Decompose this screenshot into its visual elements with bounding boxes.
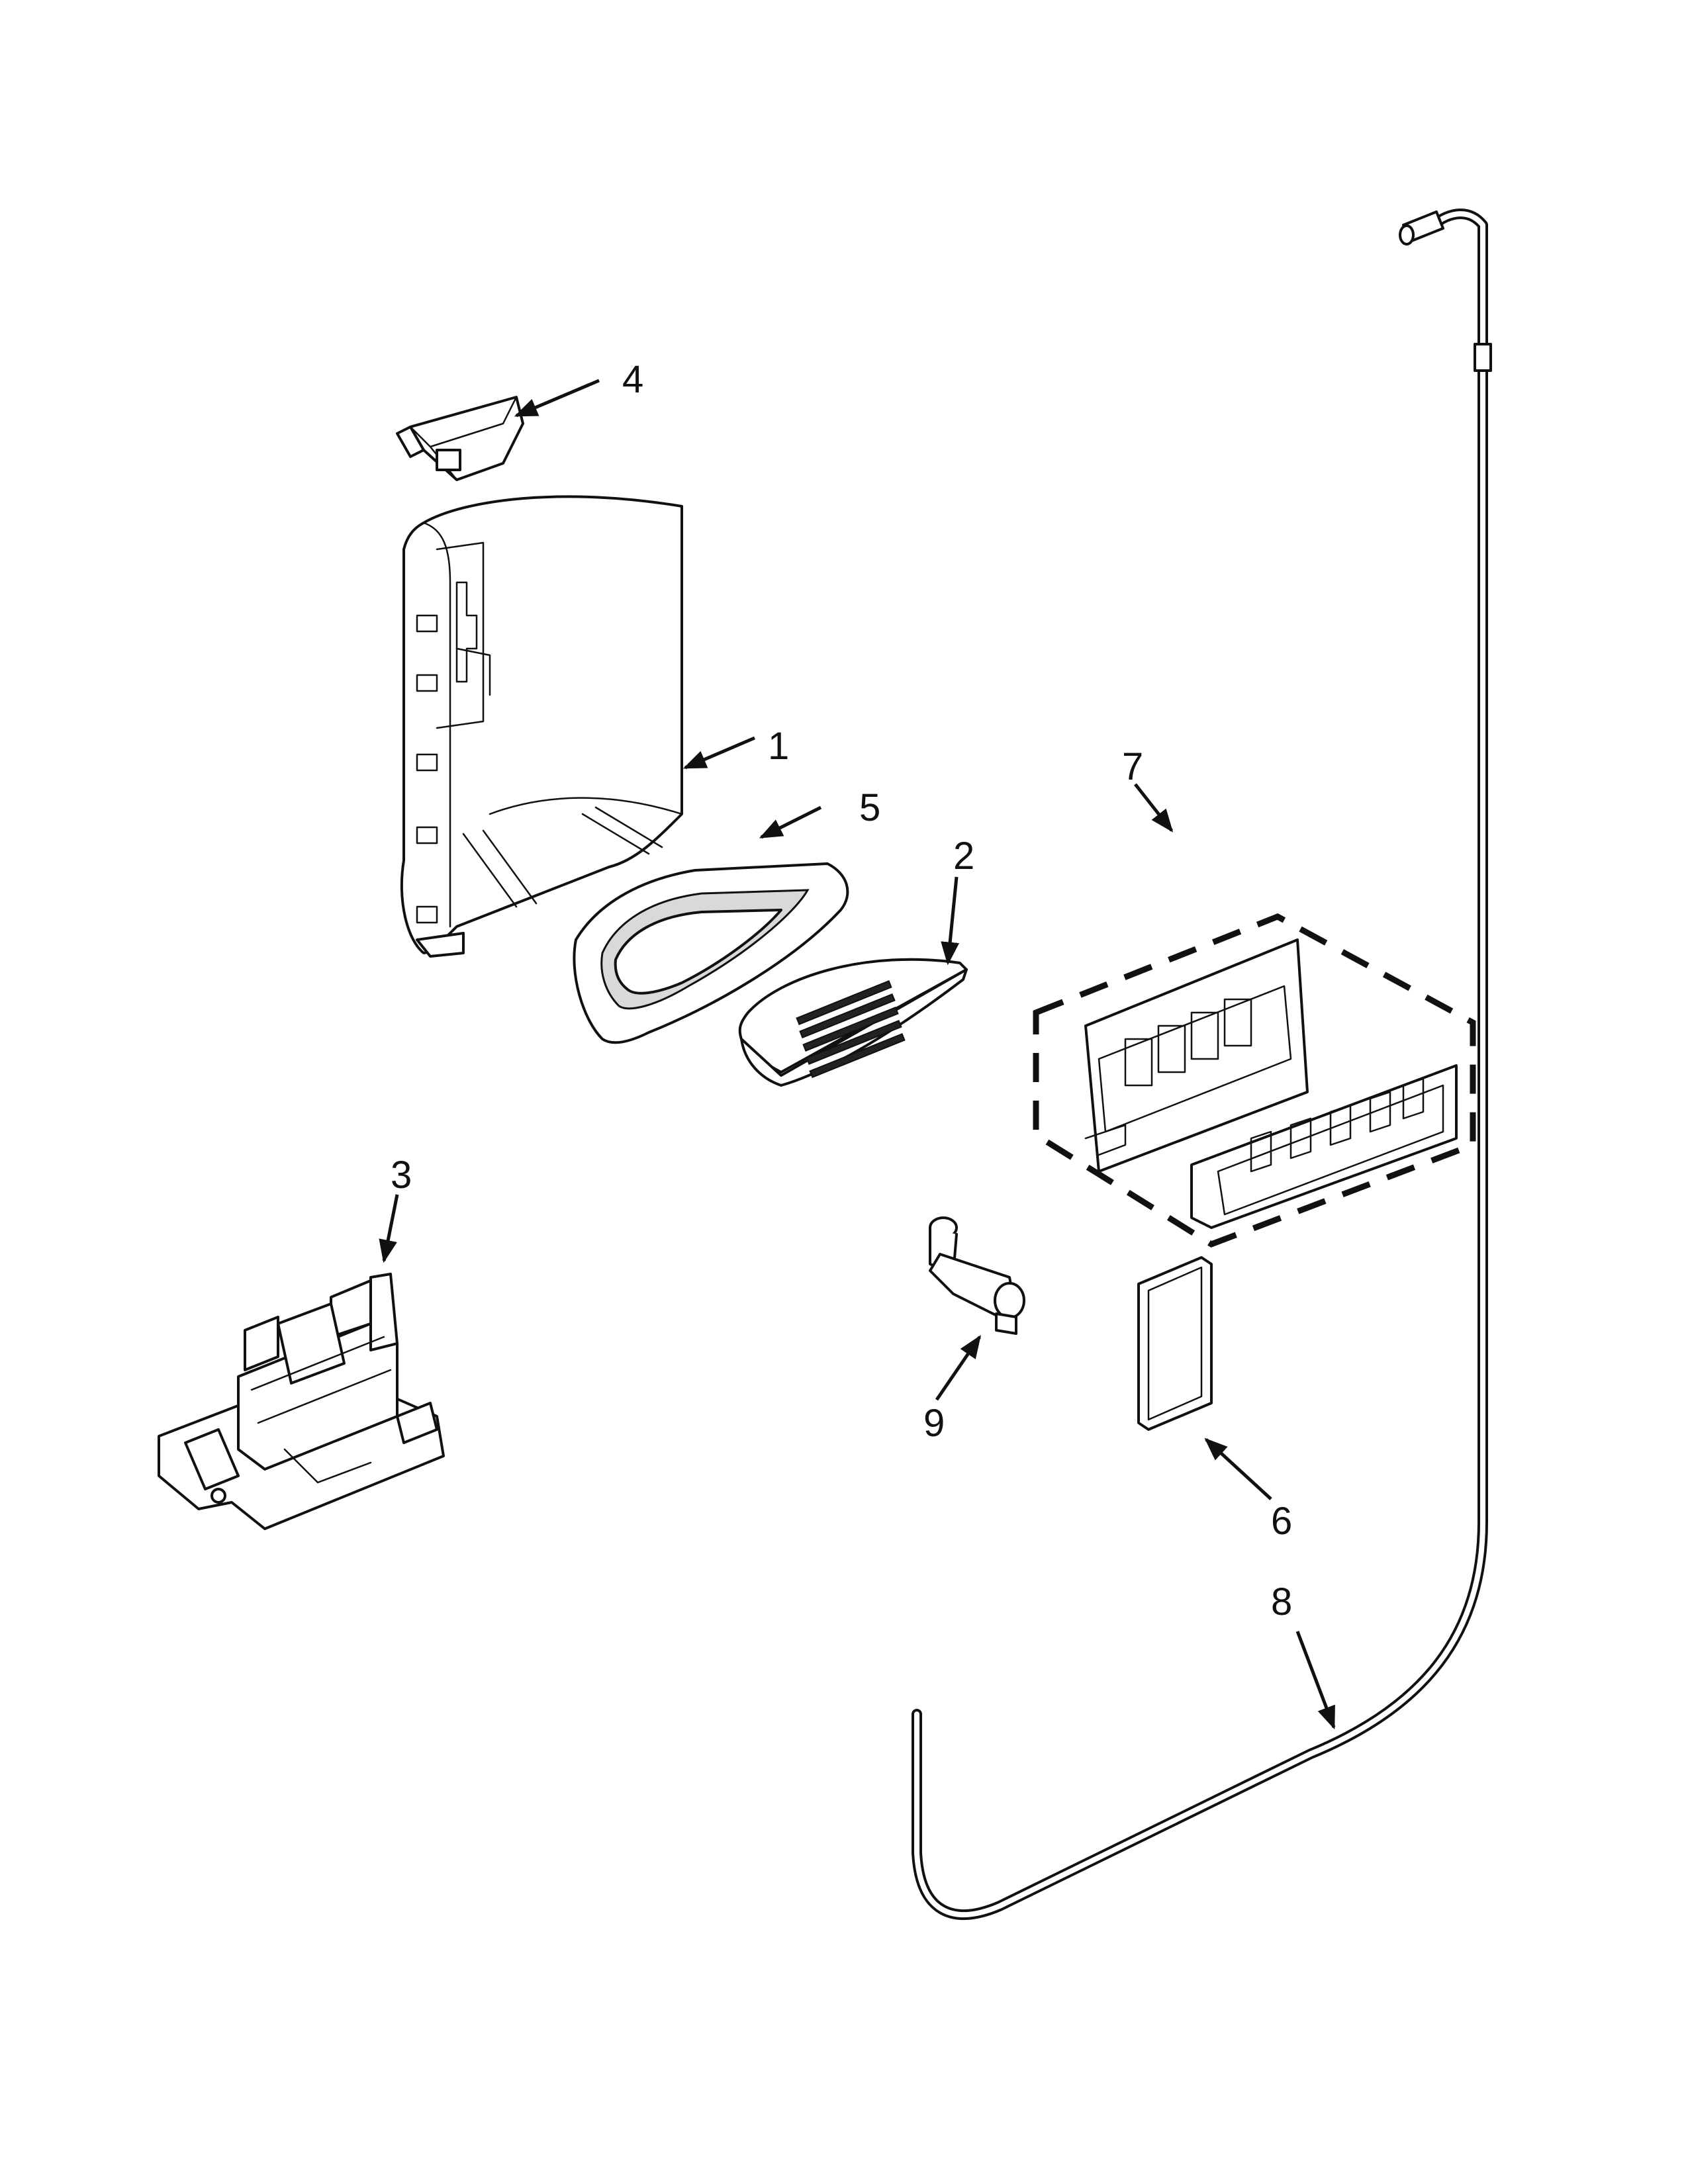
callout-6: 6 [1271,1500,1292,1543]
leader-3 [379,1194,399,1263]
callout-8: 8 [1271,1580,1292,1623]
callout-2: 2 [953,835,974,878]
part-6-cover [1137,1256,1213,1431]
leader-7 [1134,783,1174,833]
leader-4 [514,379,600,418]
part-9-water-fitting [929,1216,1025,1335]
leader-5 [759,805,822,839]
part-5-gasket [573,862,849,1044]
callout-1: 1 [768,725,789,768]
part-8-water-tube [912,208,1492,1920]
leader-lines [379,379,1336,1730]
callout-7: 7 [1122,745,1143,788]
callouts: 4 1 5 2 7 3 9 6 8 [391,358,1292,1623]
leader-2 [941,876,960,966]
leader-9 [935,1335,982,1401]
callout-9: 9 [923,1402,945,1445]
callout-5: 5 [859,786,880,829]
part-4-funnel [396,396,524,481]
part-7-control-housing [1033,913,1476,1248]
leader-8 [1295,1631,1336,1730]
callout-3: 3 [391,1154,412,1197]
leader-1 [682,736,755,770]
callout-4: 4 [622,358,643,401]
part-3-actuator [158,1273,445,1530]
part-2-door-flap [738,958,968,1087]
leader-6 [1204,1437,1272,1500]
part-1-chute-housing [400,495,683,958]
